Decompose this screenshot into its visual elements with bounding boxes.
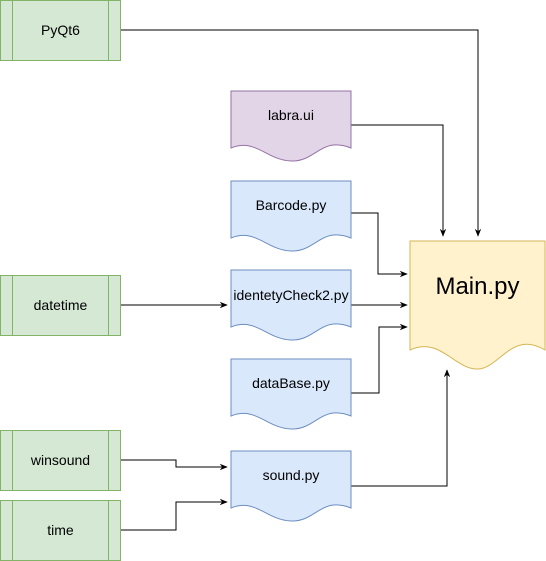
document-label: Barcode.py (256, 197, 327, 213)
edge-pyqt6-main (120, 29, 482, 237)
document-label: labra.ui (268, 107, 314, 123)
edge-winsound-sound (120, 459, 228, 471)
module-label: winsound (30, 452, 90, 468)
edge-barcode-main (351, 212, 408, 278)
module-node-datetime[interactable]: datetime (0, 275, 121, 336)
module-label: datetime (34, 297, 88, 313)
document-node-database[interactable]: dataBase.py (230, 358, 352, 430)
edge-database-main (351, 323, 408, 394)
module-node-winsound[interactable]: winsound (0, 430, 121, 491)
document-node-sound[interactable]: sound.py (230, 450, 352, 522)
module-label: time (47, 522, 74, 538)
document-node-labra-ui[interactable]: labra.ui (230, 90, 352, 162)
document-node-identety-check2[interactable]: identetyCheck2.py (230, 269, 352, 341)
edge-time-sound (120, 498, 228, 531)
document-node-barcode[interactable]: Barcode.py (230, 180, 352, 252)
document-label: dataBase.py (252, 375, 330, 391)
document-node-main[interactable]: Main.py (409, 240, 546, 370)
document-label-main: Main.py (435, 273, 519, 300)
document-label: sound.py (263, 467, 320, 483)
edge-labra-main (351, 124, 447, 237)
edge-sound-main (351, 369, 451, 487)
module-label: PyQt6 (41, 22, 80, 38)
document-label: identetyCheck2.py (233, 287, 348, 303)
module-node-pyqt6[interactable]: PyQt6 (0, 0, 121, 61)
module-node-time[interactable]: time (0, 500, 121, 561)
